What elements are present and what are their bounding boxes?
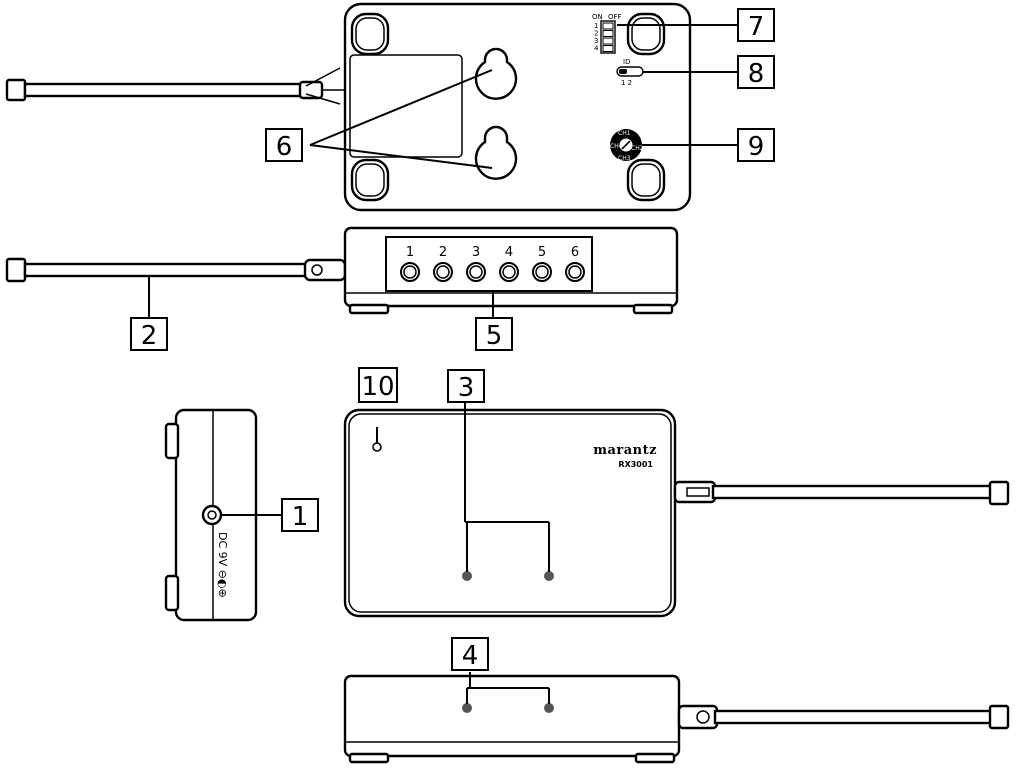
rubber-foot <box>350 158 390 202</box>
bottom-view-unit: ON OFF 1 2 3 4 ID 1 2 CH1 CH2 CH3 <box>5 2 692 212</box>
output-jacks: 1 2 3 4 5 6 <box>400 245 585 282</box>
dip-switch[interactable]: ON OFF 1 2 3 4 <box>592 13 622 54</box>
antenna-rear <box>5 257 347 283</box>
callout-number: 9 <box>748 132 765 162</box>
dc-power-label: DC 9V ⊖◐⊕ <box>216 532 229 598</box>
indicator-led <box>544 571 554 581</box>
jack-number: 2 <box>439 245 447 260</box>
callout-number: 6 <box>276 132 293 162</box>
model-number: RX3001 <box>618 460 653 469</box>
channel-knob-label-ch4: CH4 <box>610 143 623 150</box>
rear-view-unit: 1 2 3 4 5 6 <box>5 226 679 315</box>
channel-knob[interactable]: CH1 CH2 CH3 CH4 <box>610 129 644 162</box>
callout-number: 2 <box>141 321 158 351</box>
callout-9: 9 <box>737 128 775 162</box>
indicator-led <box>462 571 472 581</box>
dip-position-3: 3 <box>594 37 598 45</box>
callout-number: 10 <box>361 372 394 402</box>
brand-logo-text: marantz <box>593 443 657 458</box>
side-view-unit: DC 9V ⊖◐⊕ <box>164 408 258 622</box>
rubber-foot <box>626 12 666 56</box>
callout-5: 5 <box>475 317 513 351</box>
front-view-unit: marantz RX3001 <box>343 408 1010 618</box>
jack-number: 6 <box>571 245 579 260</box>
dip-position-4: 4 <box>594 45 599 53</box>
callout-2: 2 <box>130 317 168 351</box>
antenna-bottom <box>677 704 1010 730</box>
jack-number: 1 <box>406 245 414 260</box>
channel-knob-label-ch1: CH1 <box>618 130 631 137</box>
id-switch[interactable]: ID 1 2 <box>616 58 644 87</box>
dc-power-jack[interactable] <box>201 504 223 526</box>
rubber-foot <box>350 12 390 56</box>
callout-number: 1 <box>292 502 309 532</box>
jack-number: 5 <box>538 245 546 260</box>
dip-off-label: OFF <box>608 13 622 21</box>
callout-10: 10 <box>358 367 398 403</box>
callout-4: 4 <box>451 637 489 671</box>
callout-1: 1 <box>281 498 319 532</box>
id-switch-label: ID <box>623 58 630 66</box>
channel-knob-label-ch2: CH2 <box>631 145 644 152</box>
id-switch-positions: 1 2 <box>621 79 632 87</box>
top-edge-view-unit <box>343 674 1010 764</box>
keyhole-slot-upper <box>474 47 518 100</box>
callout-7: 7 <box>737 8 775 42</box>
dip-position-2: 2 <box>594 30 598 38</box>
jack-panel <box>385 236 593 292</box>
keyhole-slot-lower <box>474 125 518 180</box>
antenna-top <box>5 67 346 105</box>
indicator-led <box>544 703 554 713</box>
dip-position-1: 1 <box>594 22 598 30</box>
callout-6: 6 <box>265 128 303 162</box>
callout-8: 8 <box>737 55 775 89</box>
rubber-foot <box>348 303 390 315</box>
channel-knob-label-ch3: CH3 <box>618 155 631 162</box>
jack-number: 3 <box>472 245 480 260</box>
antenna-front <box>673 480 1010 506</box>
indicator-led <box>462 703 472 713</box>
jack-number: 4 <box>505 245 513 260</box>
callout-3: 3 <box>447 369 485 403</box>
leader-lines <box>148 24 738 704</box>
rubber-foot <box>632 303 674 315</box>
rubber-foot <box>626 158 666 202</box>
callout-number: 5 <box>486 321 503 351</box>
dip-on-label: ON <box>592 13 603 21</box>
callout-number: 3 <box>458 373 475 403</box>
callout-number: 8 <box>748 59 765 89</box>
callout-number: 4 <box>462 641 479 671</box>
callout-number: 7 <box>748 12 765 42</box>
housing-front-view <box>343 408 677 618</box>
